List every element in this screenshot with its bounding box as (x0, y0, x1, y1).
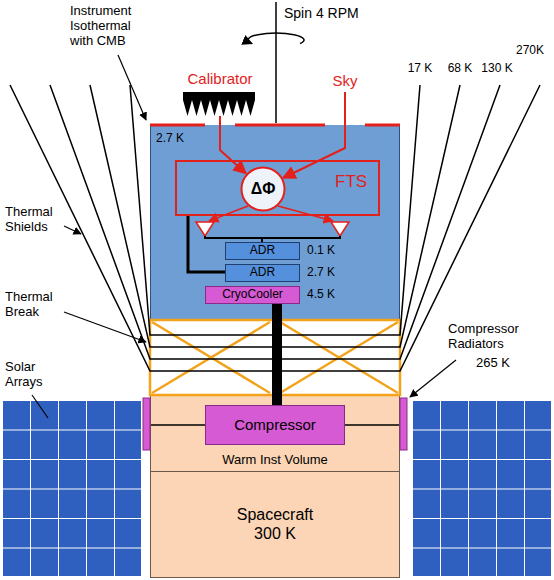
compressor-label-wrap: Compressor (234, 416, 316, 433)
warm-volume: Warm Inst Volume Compressor (150, 395, 400, 472)
instrument-note-wrap: Instrument Isothermal with CMB (70, 4, 152, 49)
fts-output (209, 206, 248, 221)
spacecraft-label-wrap: Spacecraft (237, 506, 313, 524)
solar-panel (2, 400, 142, 577)
shield-temperature: 270K (512, 44, 548, 58)
shield-temperature: 17 K (404, 62, 436, 76)
volume-label-wrap: Warm Inst Volume (151, 453, 399, 468)
fts-box: FTS ΔΦ (175, 160, 380, 216)
radiator-temperature-wrap: 265 K (476, 356, 526, 371)
radiator-strip (400, 398, 407, 450)
spin-arrow (248, 33, 304, 44)
stage-label-wrap: ADR (250, 244, 275, 258)
thermal-shield (10, 85, 540, 371)
temperature-label: 2.7 K (156, 132, 184, 146)
calibrator-target: Calibrator (178, 70, 262, 116)
temperature-label: 300 K (254, 525, 296, 543)
beam-arrow (220, 116, 246, 174)
phase-symbol: ΔΦ (251, 180, 276, 198)
calibrator-label-wrap: Calibrator (187, 70, 252, 87)
adr-box: ADR2.7 K (225, 264, 300, 282)
spin-label: Spin 4 RPM (284, 5, 394, 21)
instrument-note: Instrument Isothermal with CMB (70, 4, 152, 49)
radiator-temperature: 265 K (476, 356, 526, 371)
instrument-box: 2.7 KFTSΔΦADR0.1 KADR2.7 KCryoCooler4.5 … (150, 125, 400, 320)
radiator-strip (143, 398, 150, 450)
truss-strut (152, 322, 398, 393)
stage-label: CryoCooler (222, 288, 283, 302)
shield-label-wrap: Thermal Shields (5, 205, 63, 235)
compressor-label: Compressor (234, 416, 316, 433)
calibrator-teeth (183, 100, 255, 116)
shield-temperature-wrap: 68 K (444, 62, 476, 76)
temperature-label-wrap: 0.1 K (307, 244, 335, 258)
temperature-label-wrap: 4.5 K (307, 288, 335, 302)
spin-label-wrap: Spin 4 RPM (284, 5, 394, 21)
spacecraft-box: Spacecraft300 K (150, 471, 400, 578)
break-label-wrap: Thermal Break (5, 290, 63, 320)
radiator-label: Compressor Radiators (448, 322, 548, 352)
connector-layer (220, 116, 277, 405)
thermal-break-frame (150, 320, 400, 395)
thermal-shield (130, 85, 420, 335)
fts-label-wrap: FTS (335, 172, 367, 192)
calibrator-base (183, 92, 255, 100)
aperture-edge (150, 124, 400, 127)
leader-arrow (64, 312, 146, 342)
sky-label-wrap: Sky (325, 72, 365, 89)
cryocooler-box: CryoCooler4.5 K (205, 286, 300, 304)
adr-box: ADR0.1 K (225, 242, 300, 260)
stage-label: ADR (250, 244, 275, 258)
calibrator-label: Calibrator (187, 70, 252, 87)
detector-bus (205, 236, 340, 242)
stage-label-wrap: CryoCooler (222, 288, 283, 302)
sky-label: Sky (325, 72, 365, 89)
thermal-shield (50, 85, 500, 359)
spacecraft-label: Spacecraft (237, 506, 313, 524)
stage-label: ADR (250, 266, 275, 280)
radiator-label-wrap: Compressor Radiators (448, 322, 548, 352)
solar-array (2, 400, 142, 577)
spin-axis (275, 2, 277, 123)
cold-link (188, 216, 225, 272)
interferometer-circle: ΔΦ (240, 166, 286, 212)
temperature-label-wrap: 300 K (254, 525, 296, 543)
stage-label-wrap: ADR (250, 266, 275, 280)
leader-arrow (410, 360, 456, 397)
phase-symbol-wrap: ΔΦ (251, 180, 276, 198)
fts-output (278, 206, 333, 221)
shield-temperature: 130 K (478, 62, 516, 76)
temperature-label: 0.1 K (307, 244, 335, 258)
shield-temperature: 68 K (444, 62, 476, 76)
temperature-label: 4.5 K (307, 288, 335, 302)
detector-symbol (331, 222, 349, 236)
detector-symbol (196, 222, 214, 236)
fts-label: FTS (335, 172, 367, 192)
volume-label: Warm Inst Volume (151, 453, 399, 468)
solar-label-wrap: Solar Arrays (5, 360, 60, 390)
sky-beam (283, 92, 345, 178)
solar-panel (412, 400, 552, 577)
compressor-box: Compressor (205, 405, 345, 445)
shield-temperature-wrap: 17 K (404, 62, 436, 76)
solar-label: Solar Arrays (5, 360, 60, 390)
temperature-label-wrap: 2.7 K (156, 132, 184, 146)
break-label: Thermal Break (5, 290, 63, 320)
shield-temperature-wrap: 130 K (478, 62, 516, 76)
temperature-label-wrap: 2.7 K (307, 266, 335, 280)
shield-temperature-wrap: 270K (512, 44, 548, 58)
leader-line (32, 395, 48, 418)
thermal-shield (90, 85, 460, 347)
leader-arrow (118, 55, 146, 120)
leader-arrow (64, 226, 81, 234)
solar-array (412, 400, 552, 577)
temperature-label: 2.7 K (307, 266, 335, 280)
mount-strut (151, 424, 399, 426)
shield-label: Thermal Shields (5, 205, 63, 235)
circle-shape (242, 168, 285, 211)
thermal-link (272, 304, 282, 405)
